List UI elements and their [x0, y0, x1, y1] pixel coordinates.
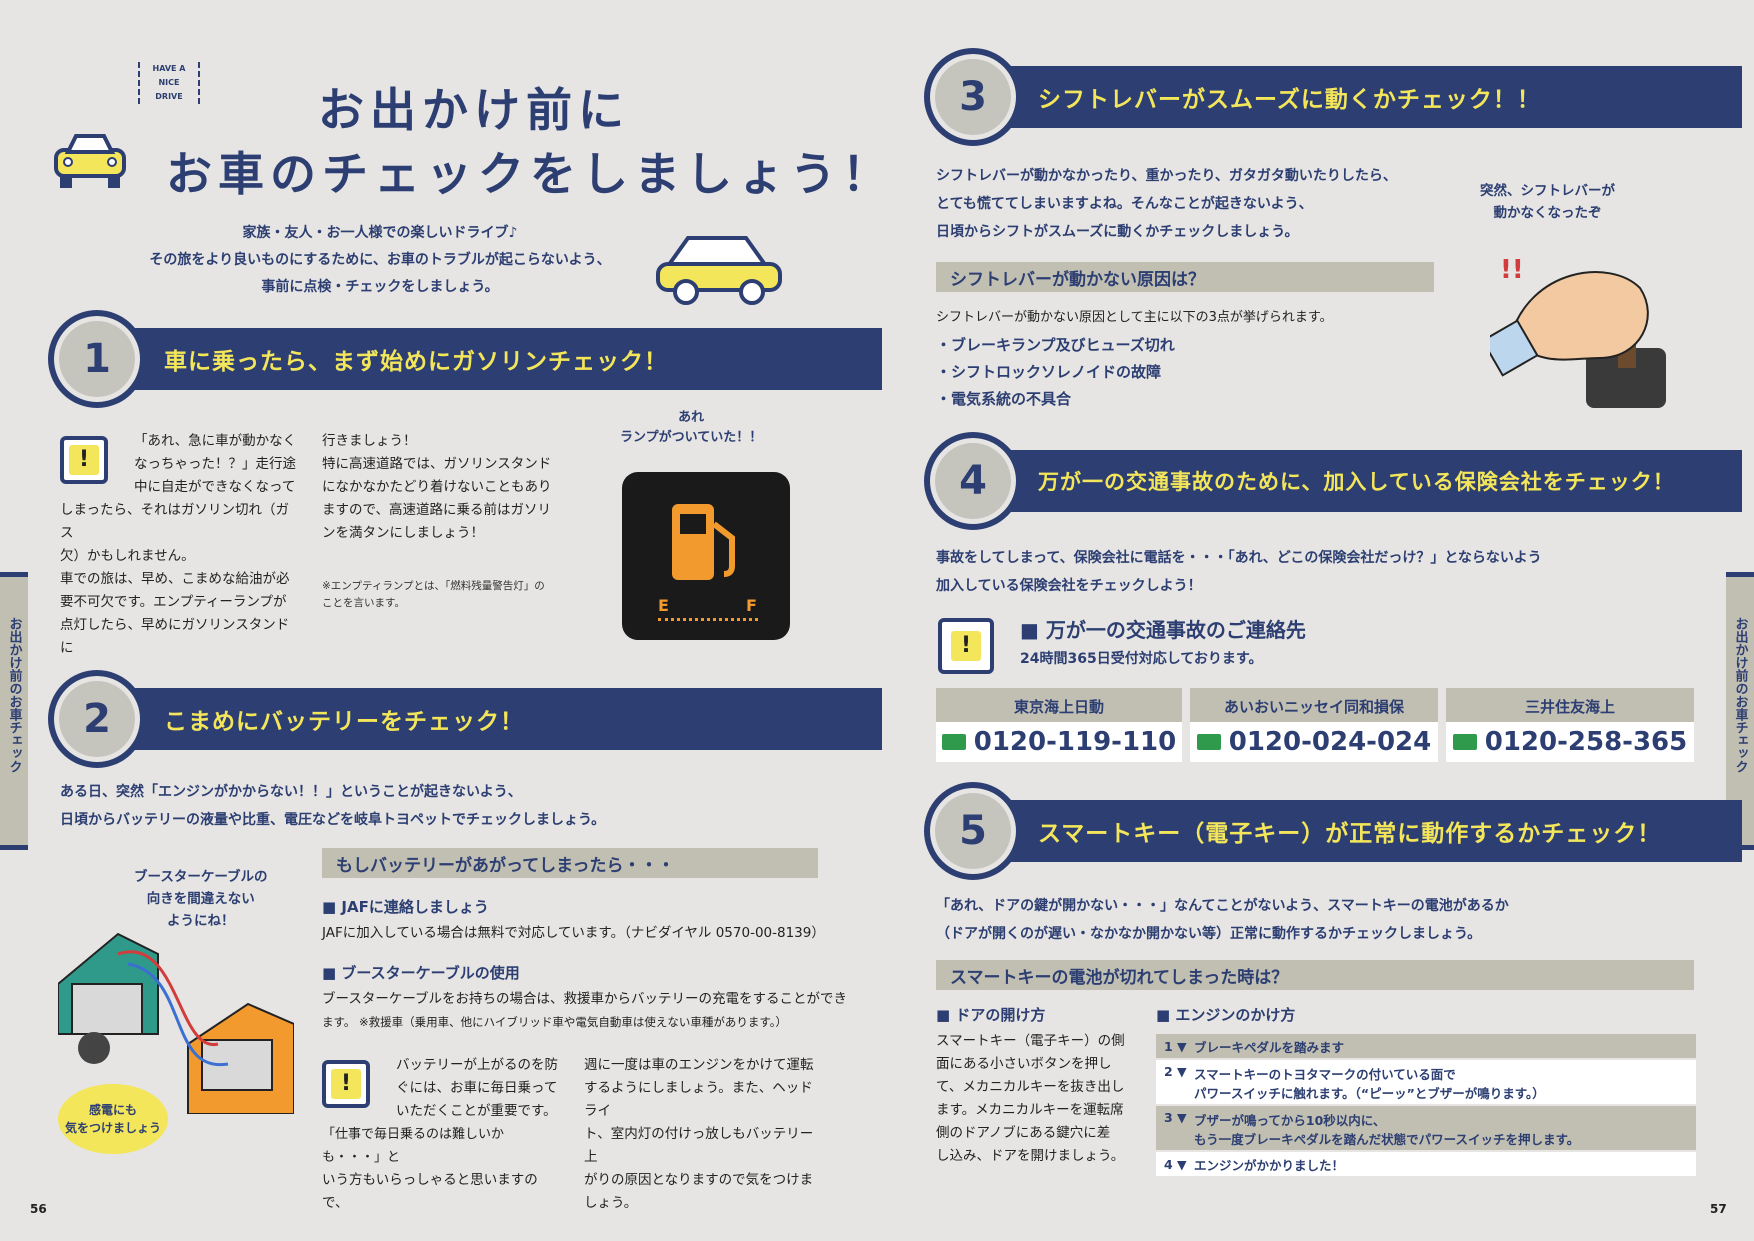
section2-lead: ある日、突然「エンジンがかからない！！」ということが起きないよう、 日頃からバッ… — [60, 784, 606, 828]
insurer-tel-1[interactable]: 0120-119-110 — [936, 722, 1182, 762]
insurer-name-2: あいおいニッセイ同和損保 — [1190, 688, 1438, 724]
header-badge: HAVE A NICE DRIVE — [138, 62, 200, 104]
section2-title-bar: こまめにバッテリーをチェック！ — [100, 688, 882, 750]
section3-title-bar: シフトレバーがスムーズに動くかチェック！！ — [990, 66, 1742, 128]
section5-title-bar: スマートキー（電子キー）が正常に動作するかチェック！ — [990, 800, 1742, 862]
fuel-pump-icon — [672, 504, 735, 580]
section3-lead: シフトレバーが動かなかったり、重かったり、ガタガタ動いたりしたら、 とても慌てて… — [936, 168, 1397, 240]
jaf-text: JAFに加入している場合は無料で対応しています。（ナビダイヤル 0570-00-… — [322, 925, 825, 941]
section1-text-col2: 行きましょう！ 特に高速道路では、ガソリンスタンド になかなかたどり着けないこと… — [322, 433, 552, 541]
shift-lever-bubble: 突然、シフトレバーが 動かなくなったぞ — [1480, 183, 1615, 221]
engine-step-4: 4 ▼エンジンがかかりました！ — [1156, 1152, 1696, 1176]
electric-shock-badge: 感電にも 気をつけましょう — [58, 1084, 168, 1154]
page-title-line2: お車のチェックをしましょう！ — [166, 147, 894, 201]
engine-step-2: 2 ▼スマートキーのトヨタマークの付いている面でパワースイッチに触れます。（“ピ… — [1156, 1060, 1696, 1104]
freedial-icon — [941, 734, 966, 750]
section5-lead: 「あれ、ドアの鍵が開かない・・・」なんてことがないよう、スマートキーの電池がある… — [936, 898, 1509, 942]
gauge-scale — [658, 618, 758, 627]
gauge-e-label: E — [658, 596, 669, 615]
contact-heading: ■ 万が一の交通事故のご連絡先 — [1020, 618, 1306, 642]
fuel-lamp-bubble: あれ ランプがついていた！！ — [620, 410, 763, 445]
jaf-heading: ■ JAFに連絡しましょう — [322, 898, 489, 916]
section2-tip-col1: バッテリーが上がるのを防 ぐには、お車に毎日乗って いただくことが重要です。 「… — [322, 1057, 558, 1211]
shift-lever-illustration: !! — [1490, 255, 1666, 408]
page-number-right: 57 — [1710, 1202, 1727, 1216]
jump-start-illustration — [58, 932, 294, 1114]
engine-heading: ■ エンジンのかけ方 — [1156, 1006, 1296, 1024]
insurer-tel-3[interactable]: 0120-258-365 — [1446, 722, 1694, 762]
section5-number: 5 — [924, 782, 1022, 880]
side-tab-left: お出かけ前のお車チェック — [0, 572, 28, 850]
section4-number: 4 — [924, 432, 1022, 530]
fuel-warning-lamp: E F — [622, 472, 790, 640]
svg-text:!!: !! — [1500, 255, 1524, 285]
door-text: スマートキー（電子キー）の側 面にある小さいボタンを押し て、メカニカルキーを抜… — [936, 1033, 1125, 1164]
engine-step-1: 1 ▼ブレーキペダルを踏みます — [1156, 1034, 1696, 1058]
section5-subheading: スマートキーの電池が切れてしまった時は？ — [936, 960, 1694, 990]
door-heading: ■ ドアの開け方 — [936, 1006, 1046, 1024]
freedial-icon — [1452, 734, 1477, 750]
contact-subheading: 24時間365日受付対応しております。 — [1020, 651, 1263, 667]
section2-number: 2 — [48, 670, 146, 768]
gauge-f-label: F — [746, 596, 757, 615]
section4-alert-icon: ! — [938, 618, 994, 674]
section3-cause-lead: シフトレバーが動かない原因として主に以下の3点が挙げられます。 — [936, 310, 1333, 325]
section2-subheading: もしバッテリーがあがってしまったら・・・ — [322, 848, 818, 878]
booster-caption: ブースターケーブルの 向きを間違えない ようにね！ — [134, 869, 268, 929]
intro-text: 家族・友人・お一人様での楽しいドライブ♪ その旅をより良いものにするために、お車… — [149, 225, 611, 295]
booster-cable-text: ブースターケーブルをお持ちの場合は、救援車からバッテリーの充電をすることができ … — [322, 991, 848, 1029]
freedial-icon — [1196, 734, 1221, 750]
section3-subheading: シフトレバーが動かない原因は？ — [936, 262, 1434, 292]
taxi-icon — [656, 236, 782, 305]
section1-alert-icon: ! — [60, 436, 108, 484]
engine-step-3: 3 ▼ブザーが鳴ってから10秒以内に、もう一度ブレーキペダルを踏んだ状態でパワー… — [1156, 1106, 1696, 1150]
section1-number: 1 — [48, 310, 146, 408]
section3-number: 3 — [924, 48, 1022, 146]
page-number-left: 56 — [30, 1202, 47, 1216]
booster-cable-heading: ■ ブースターケーブルの使用 — [322, 964, 520, 982]
page-title-line1: お出かけ前に — [318, 83, 630, 137]
section4-lead: 事故をしてしまって、保険会社に電話を・・・「あれ、どこの保険会社だっけ？」となら… — [936, 550, 1542, 594]
section2-alert-icon: ! — [322, 1060, 370, 1108]
section1-text-col1: 「あれ、急に車が動かなく なっちゃった！？」走行途 中に自走ができなくなって し… — [60, 433, 297, 656]
insurer-name-1: 東京海上日動 — [936, 688, 1182, 724]
section1-note: ※エンプティランプとは、「燃料残量警告灯」の ことを言います。 — [322, 580, 545, 609]
section3-causes: ・ブレーキランプ及びヒューズ切れ ・シフトロックソレノイドの故障 ・電気系統の不… — [936, 336, 1175, 408]
car-icon — [54, 134, 126, 188]
insurer-name-3: 三井住友海上 — [1446, 688, 1694, 724]
section2-tip-col2: 週に一度は車のエンジンをかけて運転 するようにしましょう。また、ヘッドライ ト、… — [584, 1057, 814, 1211]
section1-title-bar: 車に乗ったら、まず始めにガソリンチェック！ — [100, 328, 882, 390]
section4-title-bar: 万が一の交通事故のために、加入している保険会社をチェック！ — [990, 450, 1742, 512]
insurer-tel-2[interactable]: 0120-024-024 — [1190, 722, 1438, 762]
